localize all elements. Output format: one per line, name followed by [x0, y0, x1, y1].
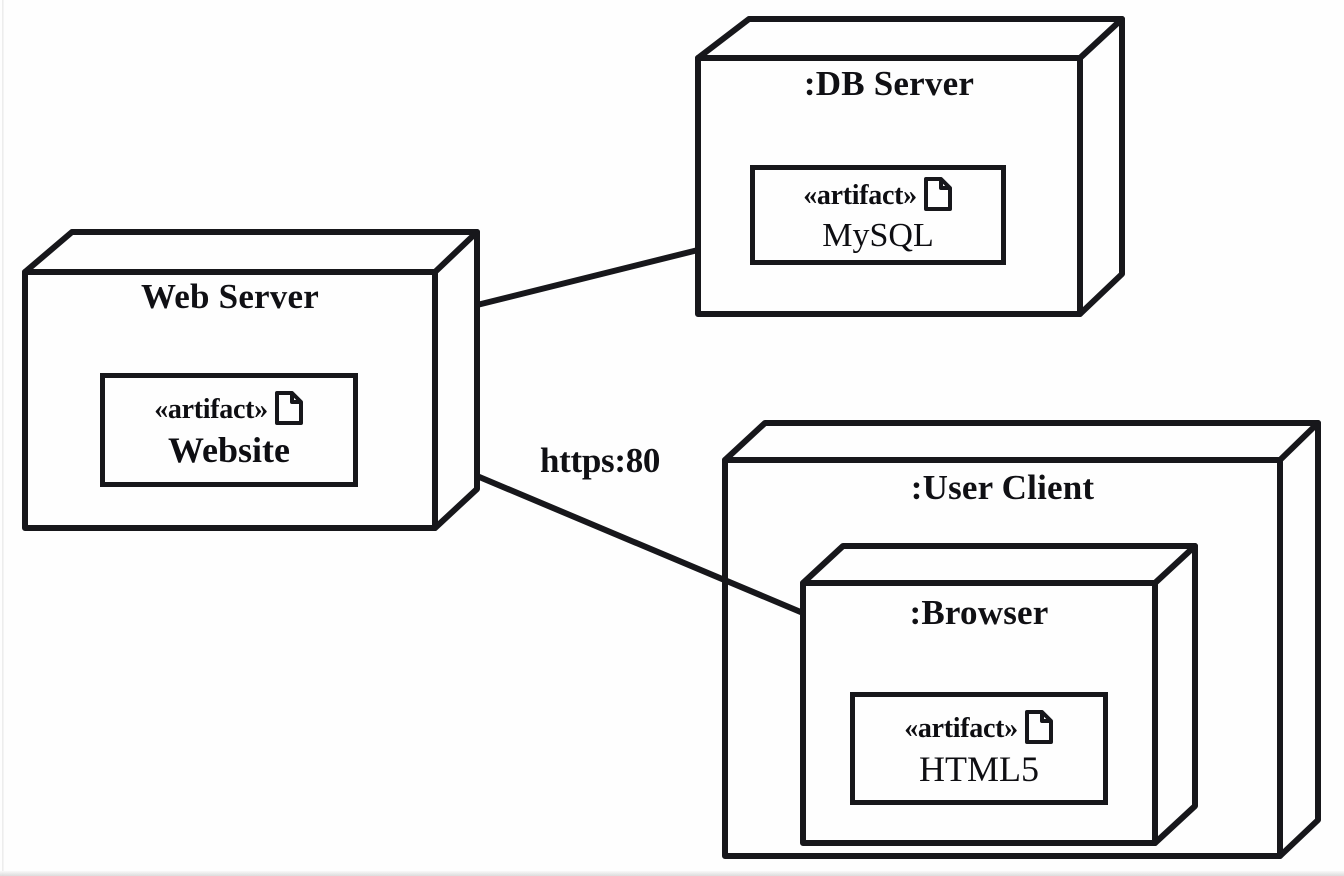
page-edge-artifact-left: [2, 0, 4, 876]
artifact-stereotype-label: «artifact»: [904, 712, 1018, 744]
node-web-server[interactable]: [22, 229, 480, 531]
artifact-name-label: Website: [168, 430, 290, 471]
connection-web-to-db[interactable]: [474, 247, 701, 308]
artifact-website[interactable]: «artifact» Website: [100, 373, 358, 487]
node-browser[interactable]: [800, 543, 1198, 846]
node-db-server[interactable]: [695, 16, 1125, 317]
connection-web-to-client[interactable]: [474, 473, 806, 616]
page-edge-artifact-bottom: [0, 871, 1344, 876]
node-user-client[interactable]: [722, 420, 1321, 859]
artifact-name-label: MySQL: [822, 217, 934, 255]
artifact-stereotype-label: «artifact»: [154, 394, 268, 426]
document-icon: [1024, 709, 1054, 749]
artifact-name-label: HTML5: [919, 748, 1039, 789]
document-icon: [923, 176, 953, 216]
artifact-html5[interactable]: «artifact» HTML5: [850, 692, 1108, 805]
artifact-mysql[interactable]: «artifact» MySQL: [750, 165, 1006, 265]
artifact-website-header: «artifact»: [154, 390, 304, 430]
artifact-stereotype-label: «artifact»: [803, 180, 917, 212]
artifact-mysql-header: «artifact»: [803, 176, 953, 216]
document-icon: [274, 390, 304, 430]
artifact-html5-header: «artifact»: [904, 709, 1054, 749]
